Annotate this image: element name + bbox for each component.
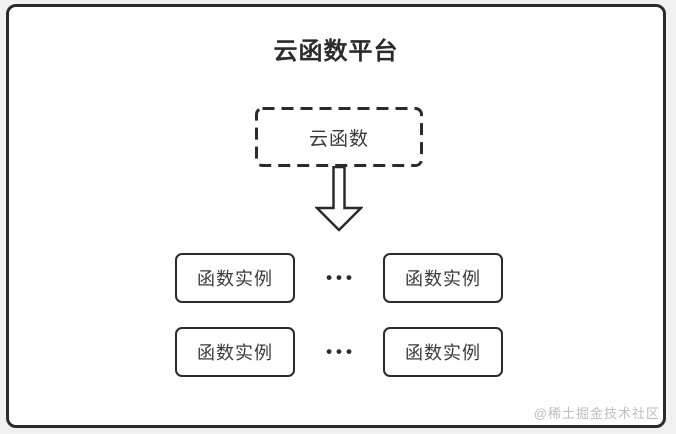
watermark-text: @稀土掘金技术社区 — [533, 406, 660, 421]
function-instance-node: 函数实例 — [175, 253, 295, 303]
cloud-function-node: 云函数 — [255, 107, 423, 167]
function-instance-label: 函数实例 — [197, 343, 273, 363]
function-instance-node: 函数实例 — [383, 253, 503, 303]
dashed-border — [255, 107, 423, 167]
diagram-title: 云函数平台 — [273, 38, 399, 65]
down-arrow-icon — [315, 166, 363, 232]
cloud-function-label: 云函数 — [308, 128, 369, 150]
function-instance-node: 函数实例 — [175, 327, 295, 377]
function-instance-label: 函数实例 — [405, 343, 481, 363]
function-instance-label: 函数实例 — [405, 269, 481, 289]
ellipsis-dots: ••• — [326, 342, 356, 361]
function-instance-node: 函数实例 — [383, 327, 503, 377]
ellipsis-dots: ••• — [326, 268, 356, 287]
function-instance-label: 函数实例 — [197, 269, 273, 289]
